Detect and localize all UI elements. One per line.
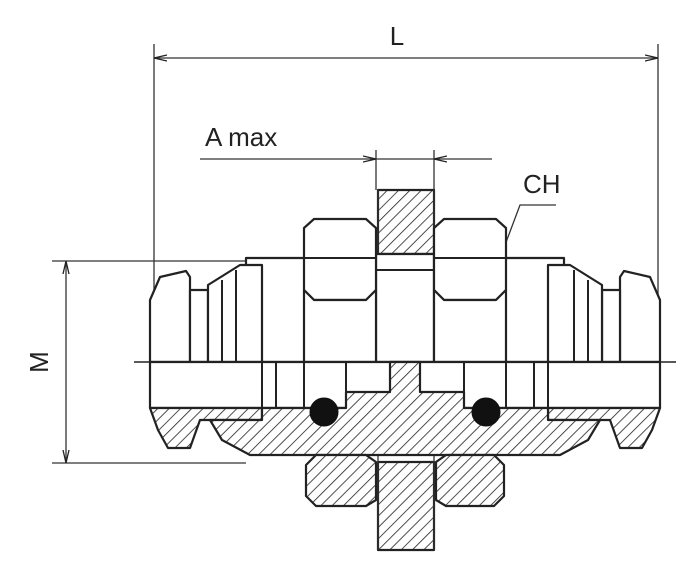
dimension-m-label: M	[24, 351, 54, 373]
dimension-l-label: L	[390, 21, 404, 51]
left-nut-section	[304, 453, 378, 508]
dimension-a-max: A max	[200, 122, 492, 190]
right-o-ring	[471, 397, 501, 427]
dimension-a-max-label: A max	[205, 122, 277, 152]
left-o-ring	[309, 397, 339, 427]
ch-label: CH	[523, 169, 561, 199]
left-collet	[148, 269, 192, 364]
right-collet	[618, 269, 662, 364]
dimension-m: M	[24, 260, 246, 464]
right-lock-nut	[432, 217, 508, 302]
left-lock-nut	[302, 217, 378, 302]
dimension-l: L	[153, 21, 659, 300]
fitting-body	[148, 217, 662, 364]
fitting-section	[148, 360, 662, 508]
body-core-section	[208, 360, 602, 457]
right-nut-section	[434, 453, 506, 508]
